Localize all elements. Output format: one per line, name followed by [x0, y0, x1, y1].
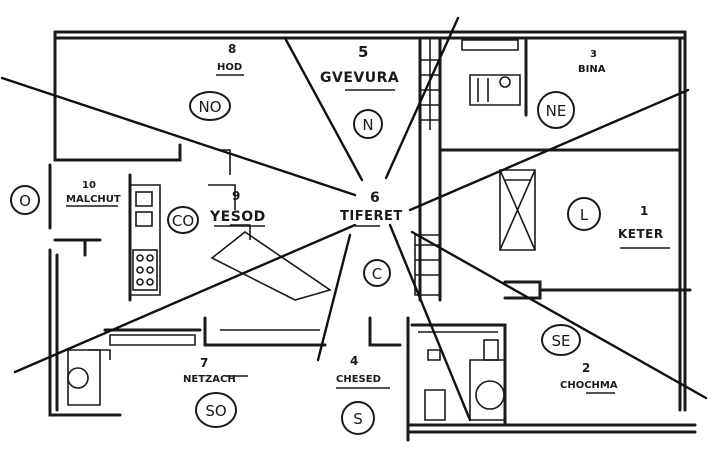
circle-no-label: NO [198, 98, 221, 116]
room-tiferet: 6 TIFERET [340, 190, 403, 227]
circle-s: S [341, 401, 375, 435]
circle-s-label: S [353, 410, 363, 428]
interior-walls [53, 36, 692, 442]
circle-co: CO [167, 206, 199, 234]
tiferet-name: TIFERET [340, 209, 403, 224]
gevura-name: GVEVURA [320, 70, 399, 86]
room-malchut: 10 MALCHUT [66, 180, 121, 207]
ray-sw [13, 223, 357, 374]
radial-lines [0, 16, 708, 422]
chesed-name: CHESED [336, 374, 381, 385]
bina-name: BINA [578, 64, 606, 75]
chochma-number: 2 [582, 361, 590, 375]
yesod-number: 9 [232, 189, 240, 203]
netzach-name: NETZACH [183, 374, 236, 385]
tiferet-number: 6 [370, 190, 380, 206]
hod-name: HOD [217, 62, 242, 73]
gevura-number: 5 [358, 43, 368, 61]
room-yesod: 9 YESOD [209, 189, 266, 227]
circle-se-label: SE [552, 332, 571, 350]
bina-number: 3 [590, 49, 597, 60]
ray-ne-long [408, 88, 690, 212]
keter-name: KETER [618, 227, 664, 241]
chochma-name: CHOCHMA [560, 380, 618, 391]
circle-ne-label: NE [546, 102, 567, 120]
keter-number: 1 [640, 204, 648, 218]
hod-number: 8 [228, 42, 236, 56]
room-bina: 3 BINA [578, 49, 606, 75]
room-gevura: 5 GVEVURA [320, 43, 399, 91]
ray-se-long [410, 230, 708, 400]
circle-ne: NE [537, 91, 575, 129]
room-netzach: 7 NETZACH [183, 356, 248, 385]
circle-c: C [363, 259, 391, 287]
chesed-number: 4 [350, 354, 358, 368]
ray-north [283, 36, 364, 182]
room-hod: 8 HOD [216, 42, 244, 76]
room-chochma: 2 CHOCHMA [560, 361, 618, 394]
circle-l: L [567, 197, 601, 231]
yesod-name: YESOD [209, 209, 266, 225]
circle-co-label: CO [172, 212, 194, 230]
circle-o: O [10, 185, 40, 215]
ray-nw [0, 76, 357, 197]
circle-se: SE [541, 324, 581, 356]
ray-se [388, 223, 472, 422]
circle-n: N [353, 109, 383, 139]
circle-c-label: C [372, 265, 382, 283]
malchut-number: 10 [82, 180, 96, 191]
netzach-number: 7 [200, 356, 208, 370]
circle-o-label: O [19, 192, 31, 210]
room-chesed: 4 CHESED [336, 354, 390, 389]
circle-l-label: L [580, 206, 589, 224]
room-keter: 1 KETER [618, 204, 670, 249]
circle-n-label: N [362, 116, 373, 134]
circle-so-label: SO [205, 402, 226, 420]
malchut-name: MALCHUT [66, 194, 121, 205]
ray-ne [384, 16, 460, 180]
circle-so: SO [195, 392, 237, 428]
ray-south [316, 233, 352, 362]
circle-no: NO [189, 91, 231, 121]
outer-walls [48, 30, 697, 434]
